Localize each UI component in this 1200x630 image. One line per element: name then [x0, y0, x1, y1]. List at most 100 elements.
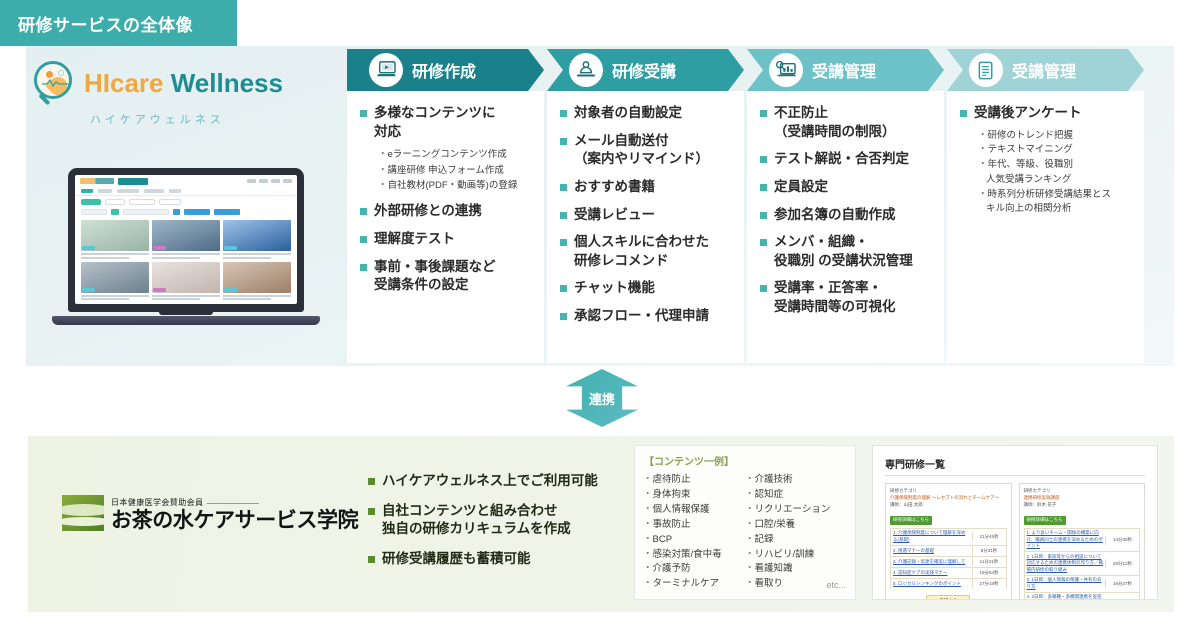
partner-logo: 日本健康医学会賛助会員 お茶の水ケアサービス学院	[62, 495, 359, 531]
feature-item-label: 受講後アンケート	[974, 105, 1082, 120]
pane-course-link[interactable]: 3. 介護記録・伝達を確実に理解して	[893, 558, 966, 564]
bullet-square-icon	[368, 507, 375, 515]
feature-sub-list: eラーニングコンテンツ作成講座研修 申込フォーム作成自社教材(PDF・動画等)の…	[378, 147, 532, 193]
pane-course-duration: 16分27秒	[1105, 579, 1139, 589]
feature-item-label: 参加名簿の自動作成	[774, 206, 896, 222]
bullet-square-icon	[760, 211, 767, 219]
pane-category-label: 研修カテゴリ	[1023, 488, 1051, 493]
pane-enroll-button[interactable]: 受講する	[926, 594, 971, 599]
feature-item-label: 個人スキルに合わせた研修レコメンド	[574, 234, 709, 268]
bullet-square-icon	[560, 137, 567, 145]
content-examples-right-column: 介護技術認知症リクリエーション口腔/栄養記録リハビリ/訓練看護知識看取り	[745, 473, 847, 592]
brand-name-primary: HIcare	[84, 68, 164, 98]
brand-name-secondary: Wellness	[170, 68, 283, 98]
bullet-square-icon	[560, 313, 567, 320]
feature-item-label: 対象者の自動設定	[574, 105, 682, 120]
feature-item: 参加名簿の自動作成	[760, 206, 932, 225]
bullet-square-icon	[760, 183, 767, 191]
feature-item: テスト解説・合否判定	[760, 150, 932, 169]
feature-item-label: 事前・事後課題など受講条件の設定	[374, 258, 496, 293]
person-laptop-icon	[569, 53, 603, 87]
course-card-mini	[152, 261, 220, 300]
content-examples-left-column: 虐待防止身体拘束個人情報保護事故防止BCP感染対策/食中毒介護予防ターミナルケア	[643, 473, 745, 592]
pane-category-label: 研修カテゴリ	[890, 488, 917, 493]
bullet-square-icon	[360, 263, 367, 271]
feature-sub-item: 年代、等級、役職別	[978, 158, 1132, 173]
feature-item: 外部研修との連携	[360, 202, 532, 221]
process-column-4: 受講管理受講後アンケート研修のトレンド把握テキストマイニング年代、等級、役職別人…	[947, 49, 1144, 363]
process-column-body-2: 対象者の自動設定メール自動送付（案内やリマインド） おすすめ書籍受講レビュー個人ス…	[547, 91, 744, 363]
school-leaf-mark-icon	[62, 495, 104, 531]
screenshot-pane-left: 研修カテゴリ介護保険制度の理解 ～レセプトの流れとチームケア～講師：山田 太郎研…	[885, 483, 1012, 599]
pane-course-duration: 11分21秒	[971, 557, 1006, 567]
bullet-square-icon	[368, 478, 375, 485]
feature-item-label: 多様なコンテンツに対応	[374, 105, 496, 139]
bullet-square-icon	[560, 239, 567, 247]
content-examples-box: 【コンテンツ一例】 虐待防止身体拘束個人情報保護事故防止BCP感染対策/食中毒介…	[634, 445, 856, 600]
feature-item-label: 承認フロー・代理申請	[574, 308, 709, 323]
pane-course-link[interactable]: 2. 接遇マナーの基礎	[893, 547, 935, 553]
pane-course-link[interactable]: 1. 介護保険制度について理解を深める(基礎)	[893, 530, 966, 542]
magnifier-heart-icon	[32, 60, 78, 106]
process-columns: 研修作成多様なコンテンツに対応eラーニングコンテンツ作成講座研修 申込フォーム作…	[347, 49, 1144, 363]
pane-course-duration: 19分54秒	[971, 568, 1006, 578]
brand-logo: HIcare Wellness	[32, 60, 332, 106]
pane-course-link[interactable]: 3. 1日目：個人情報の保護・共有のあり方	[1026, 577, 1102, 589]
pane-course-link[interactable]: 2. 1日目：家族等からの相談について対応するための連携体制の作り方／職場内研修…	[1026, 553, 1104, 572]
partner-feature-item: ハイケアウェルネス上でご利用可能	[368, 472, 618, 491]
feature-sub-item: 講座研修 申込フォーム作成	[378, 163, 532, 178]
feature-item: 事前・事後課題など受講条件の設定	[360, 258, 532, 295]
content-example-item: BCP	[643, 533, 745, 548]
content-example-item: 介護技術	[745, 473, 847, 488]
process-column-header-3: 受講管理	[747, 49, 944, 91]
feature-item: 個人スキルに合わせた研修レコメンド	[560, 233, 732, 270]
pane-detail-button[interactable]: 研修詳細はこちら	[1023, 515, 1066, 525]
content-example-item: 介護予防	[643, 562, 745, 577]
bullet-square-icon	[760, 110, 767, 117]
process-column-header-2: 研修受講	[547, 49, 744, 91]
course-card-mini	[223, 220, 291, 259]
content-example-item: リハビリ/訓練	[745, 548, 847, 563]
pane-detail-button[interactable]: 研修詳細はこちら	[890, 515, 932, 525]
brand-name: HIcare Wellness	[84, 70, 283, 96]
content-example-item: リクリエーション	[745, 503, 847, 518]
pane-course-title: 連携研修実践講座	[1023, 494, 1060, 500]
feature-item-label: 定員設定	[774, 178, 828, 194]
content-example-item: 看取り	[745, 577, 847, 592]
pane-course-link[interactable]: 1. より良いチーム・関係の構築に向け、職員同士の連携を深めるためのポイント	[1026, 530, 1103, 549]
feature-item-label: 不正防止（受講時間の制限）	[774, 105, 896, 139]
course-card-mini	[152, 220, 220, 259]
content-example-item: 看護知識	[745, 562, 847, 577]
partner-feature-label: 自社コンテンツと組み合わせ独自の研修カリキュラムを作成	[382, 502, 571, 537]
feature-sub-item: 研修のトレンド把握	[978, 129, 1132, 144]
pane-course-link[interactable]: 5. ロジカルシンキングのポイント	[893, 580, 961, 586]
pane-course-title: 介護保険制度の理解 ～レセプトの流れとチームケア～	[890, 494, 1000, 500]
bullet-square-icon	[760, 239, 767, 247]
feature-item: おすすめ書籍	[560, 178, 732, 197]
screenshot-title: 専門研修一覧	[885, 460, 945, 471]
app-header-icons-mini	[247, 179, 292, 183]
feature-item: 受講後アンケート	[960, 104, 1132, 123]
bullet-square-icon	[960, 110, 967, 117]
brand-kana: ハイケアウェルネス	[90, 114, 225, 126]
process-column-title: 受講管理	[812, 64, 877, 81]
pane-course-row: 4. 認知症ケアの実践マナー 19分54秒	[890, 566, 1007, 578]
pane-course-duration: 21分45秒	[971, 532, 1006, 542]
laptop-base	[52, 316, 320, 325]
content-example-item: 身体拘束	[643, 488, 745, 503]
pane-course-link[interactable]: 4. 2日目：多職種・多機関連携を促進させるための事例検討会の進め方／理解を深め…	[1026, 594, 1102, 600]
feature-item: チャット機能	[560, 279, 732, 298]
app-screenshot: 専門研修一覧 研修カテゴリ介護保険制度の理解 ～レセプトの流れとチームケア～講師…	[872, 445, 1158, 600]
page-title-tab: 研修サービスの全体像	[0, 0, 237, 46]
pane-course-row: 4. 2日目：多職種・多機関連携を促進させるための事例検討会の進め方／理解を深め…	[1023, 591, 1140, 600]
feature-item-label: メール自動送付（案内やリマインド）	[574, 132, 709, 167]
content-example-item: 記録	[745, 533, 847, 548]
pane-course-link[interactable]: 4. 認知症ケアの実践マナー	[893, 569, 948, 575]
process-column-body-4: 受講後アンケート研修のトレンド把握テキストマイニング年代、等級、役職別人気受講ラ…	[947, 91, 1144, 363]
pane-course-row: 2. 1日目：家族等からの相談について対応するための連携体制の作り方／職場内研修…	[1023, 551, 1140, 575]
feature-item: 承認フロー・代理申請	[560, 307, 732, 326]
feature-item-label: 受講レビュー	[574, 206, 655, 222]
